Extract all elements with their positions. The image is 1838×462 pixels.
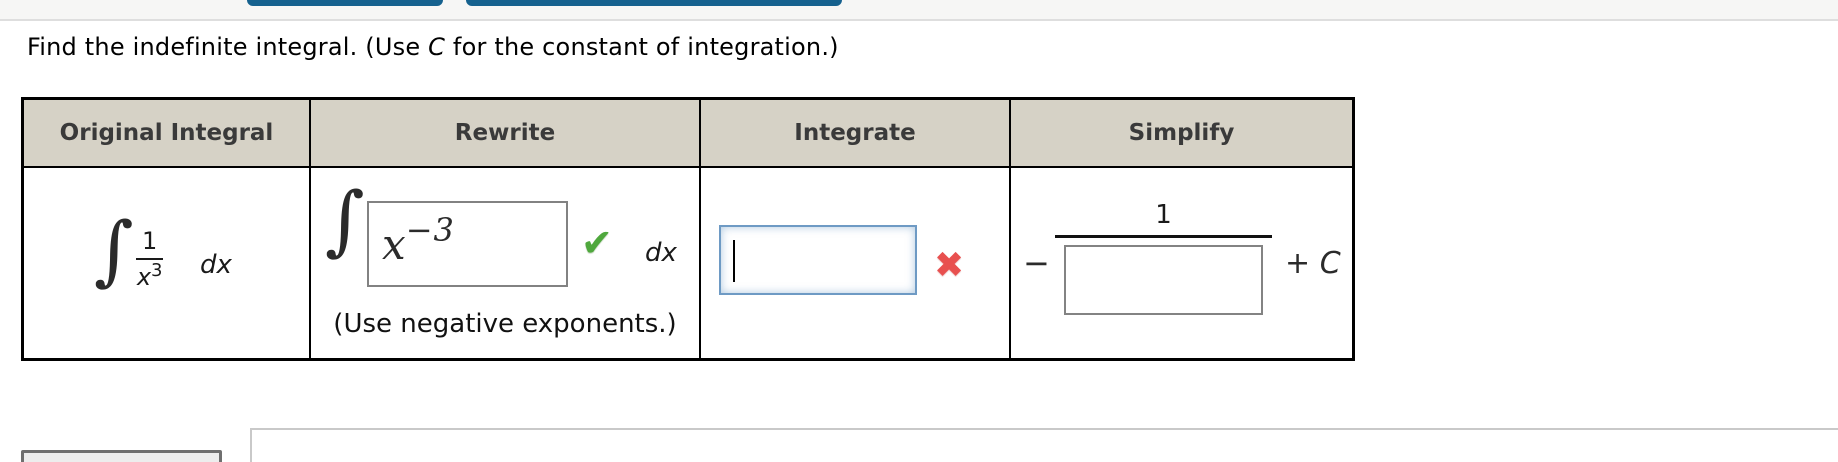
original-fraction-denominator: x3 [136,259,163,291]
cell-integrate: ✖ [701,168,1011,358]
constant-symbol: C [428,33,446,61]
original-fraction: 1 x3 [136,227,164,291]
bottom-content-panel [250,428,1838,462]
simplify-fraction: 1 [1055,200,1272,315]
integrate-answer-input[interactable] [719,225,917,295]
integral-sign: ∫ [94,205,134,294]
integral-sign: ∫ [325,175,365,264]
cell-original-integral: ∫ 1 x3 dx [24,168,311,358]
incorrect-cross-icon: ✖ [934,245,965,286]
correct-check-icon: ✔ [581,221,613,265]
minus-sign: − [1023,244,1050,282]
original-fraction-numerator: 1 [142,227,158,255]
fraction-bar [1055,235,1272,238]
simplify-denominator-input[interactable] [1064,245,1263,315]
integral-steps-table: Original Integral Rewrite Integrate Simp… [21,97,1355,361]
fraction-bar [136,257,164,260]
question-prefix: Find the indefinite integral. (Use [27,33,429,61]
rewrite-answer-input[interactable]: x−3 [367,201,568,287]
header-simplify: Simplify [1011,100,1352,168]
rewrite-hint-text: (Use negative exponents.) [333,309,677,339]
header-integrate: Integrate [701,100,1011,168]
cell-simplify: − 1 + C [1011,168,1352,358]
differential-dx: dx [200,250,232,280]
plus-constant: + C [1285,246,1341,281]
simplify-numerator: 1 [1155,200,1172,230]
differential-dx: dx [645,238,677,268]
header-rewrite: Rewrite [311,100,701,168]
constant-symbol: C [1319,246,1341,281]
rewrite-answer-value: x−3 [382,211,455,269]
bottom-left-button[interactable] [21,450,222,462]
question-suffix: for the constant of integration.) [445,33,839,61]
question-text: Find the indefinite integral. (Use C for… [27,33,839,61]
top-tab-1[interactable] [247,0,443,6]
text-cursor [733,240,735,282]
top-toolbar [0,0,1838,21]
header-original-integral: Original Integral [24,100,311,168]
cell-rewrite: ∫ x−3 ✔ dx (Use negative exponents.) [311,168,701,358]
top-tab-2[interactable] [466,0,842,6]
